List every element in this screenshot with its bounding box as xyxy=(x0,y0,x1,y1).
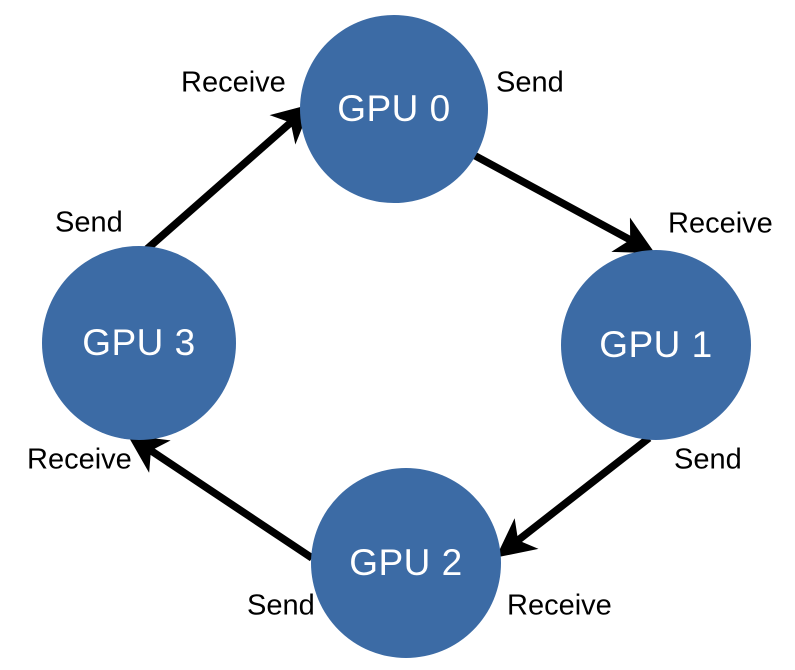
edge-label-receive-bottom-right: Receive xyxy=(507,590,612,622)
edge-label-send-right-lower: Send xyxy=(674,444,742,476)
node-gpu0-circle[interactable] xyxy=(300,15,488,203)
edge-label-send-top-right: Send xyxy=(496,67,564,99)
node-gpu3-circle[interactable] xyxy=(42,246,236,440)
edge-label-receive-left-lower: Receive xyxy=(27,444,132,476)
edge-label-receive-top-left: Receive xyxy=(181,67,286,99)
edge-gpu2-to-gpu3 xyxy=(127,435,315,562)
edge-label-send-bottom-left: Send xyxy=(247,590,315,622)
node-gpu2-circle[interactable] xyxy=(311,468,501,658)
edge-label-send-left-upper: Send xyxy=(55,207,123,239)
edge-gpu0-to-gpu1 xyxy=(468,149,655,254)
edge-label-group: Receive Send Send Receive Receive Send S… xyxy=(27,67,773,622)
edge-group xyxy=(127,104,655,562)
node-gpu1[interactable]: GPU 1 xyxy=(561,250,751,440)
edge-label-receive-right-upper: Receive xyxy=(668,208,773,240)
edge-gpu1-to-gpu2 xyxy=(495,435,652,558)
node-gpu1-label: GPU 1 xyxy=(599,324,713,365)
node-gpu2-label: GPU 2 xyxy=(349,542,463,583)
node-gpu1-circle[interactable] xyxy=(561,250,751,440)
node-gpu0[interactable]: GPU 0 xyxy=(300,15,488,203)
node-gpu3[interactable]: GPU 3 xyxy=(42,246,236,440)
node-gpu3-label: GPU 3 xyxy=(82,322,196,363)
node-gpu0-label: GPU 0 xyxy=(337,88,451,129)
edge-gpu3-to-gpu0 xyxy=(144,104,312,252)
node-gpu2[interactable]: GPU 2 xyxy=(311,468,501,658)
node-group: GPU 0 GPU 1 GPU 2 GPU 3 xyxy=(42,15,751,658)
